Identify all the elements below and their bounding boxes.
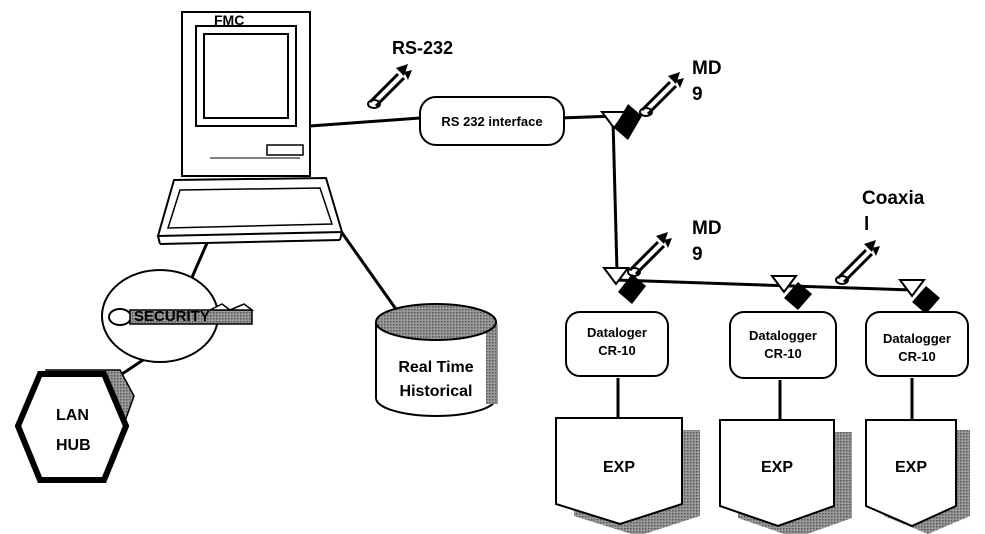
rs232-label: RS-232 (392, 38, 453, 58)
hub-hexagon (14, 371, 130, 483)
hub-label-2: HUB (56, 437, 91, 454)
datalogger-3-label-1: Datalogger (883, 331, 951, 346)
rs232-interface-label: RS 232 interface (441, 114, 542, 129)
expansion-3: EXP (865, 419, 970, 534)
bus-connector-1 (602, 267, 646, 304)
line-trunk-vertical (611, 119, 619, 273)
security-label: SECURITY (134, 308, 210, 325)
connector-triangle-icon (898, 279, 926, 298)
expansion-1-label: EXP (603, 459, 635, 476)
connector-diamond-icon (912, 286, 940, 314)
datalogger-2: Datalogger CR-10 (729, 311, 837, 379)
md9-top-label-1: MD (692, 58, 722, 79)
signal-icon-rs232 (366, 62, 414, 110)
connector-diamond-icon (614, 104, 642, 140)
md9-top-label-2: 9 (692, 84, 703, 105)
security-node: SECURITY (101, 269, 255, 363)
junction-top (600, 104, 642, 140)
datalogger-1-label-2: CR-10 (598, 343, 636, 358)
coaxial-label-2: l (864, 214, 869, 235)
coaxial-label-1: Coaxia (862, 188, 925, 209)
expansion-1-shape (555, 417, 683, 526)
database-top (375, 303, 497, 341)
expansion-3-label: EXP (895, 459, 927, 476)
signal-icon-md9-top (638, 70, 686, 118)
datalogger-2-label-2: CR-10 (764, 346, 802, 361)
bus-connector-3 (898, 279, 940, 314)
signal-icon-md9-mid (626, 230, 674, 278)
datalogger-3: Datalogger CR-10 (865, 311, 969, 377)
disk-drive (266, 144, 304, 156)
connector-triangle-icon (770, 275, 798, 294)
expansion-2-label: EXP (761, 459, 793, 476)
line-keyboard-to-database (338, 229, 400, 313)
connector-diamond-icon (618, 274, 646, 304)
datalogger-3-label-2: CR-10 (898, 349, 936, 364)
signal-icon-coaxial (834, 238, 882, 286)
lan-hub: LAN HUB (14, 369, 135, 483)
datalogger-2-label-1: Datalogger (749, 328, 817, 343)
line-fmc-to-interface (309, 116, 421, 128)
bus-connector-2 (770, 275, 812, 310)
md9-mid-label-2: 9 (692, 244, 703, 265)
fmc-label: FMC (214, 12, 244, 28)
md9-mid-label-1: MD (692, 218, 722, 239)
key-blade-icon (129, 309, 253, 325)
datalogger-1: Dataloger CR-10 (565, 311, 669, 377)
rs232-interface: RS 232 interface (419, 96, 565, 146)
expansion-1: EXP (555, 417, 700, 534)
connector-triangle-icon (602, 267, 630, 286)
database-node: Real Time Historical (375, 303, 498, 417)
monitor-screen (203, 33, 289, 119)
database-label-2: Historical (400, 383, 473, 400)
connector-diamond-icon (784, 282, 812, 310)
expansion-2: EXP (719, 419, 852, 534)
expansion-2-shape (719, 419, 835, 528)
line-coaxial-bus (614, 278, 913, 292)
datalogger-1-label-1: Dataloger (587, 325, 647, 340)
fmc-computer: FMC (156, 11, 344, 245)
database-label-1: Real Time (398, 359, 473, 376)
expansion-3-shape (865, 419, 957, 528)
hub-label-1: LAN (56, 407, 89, 424)
